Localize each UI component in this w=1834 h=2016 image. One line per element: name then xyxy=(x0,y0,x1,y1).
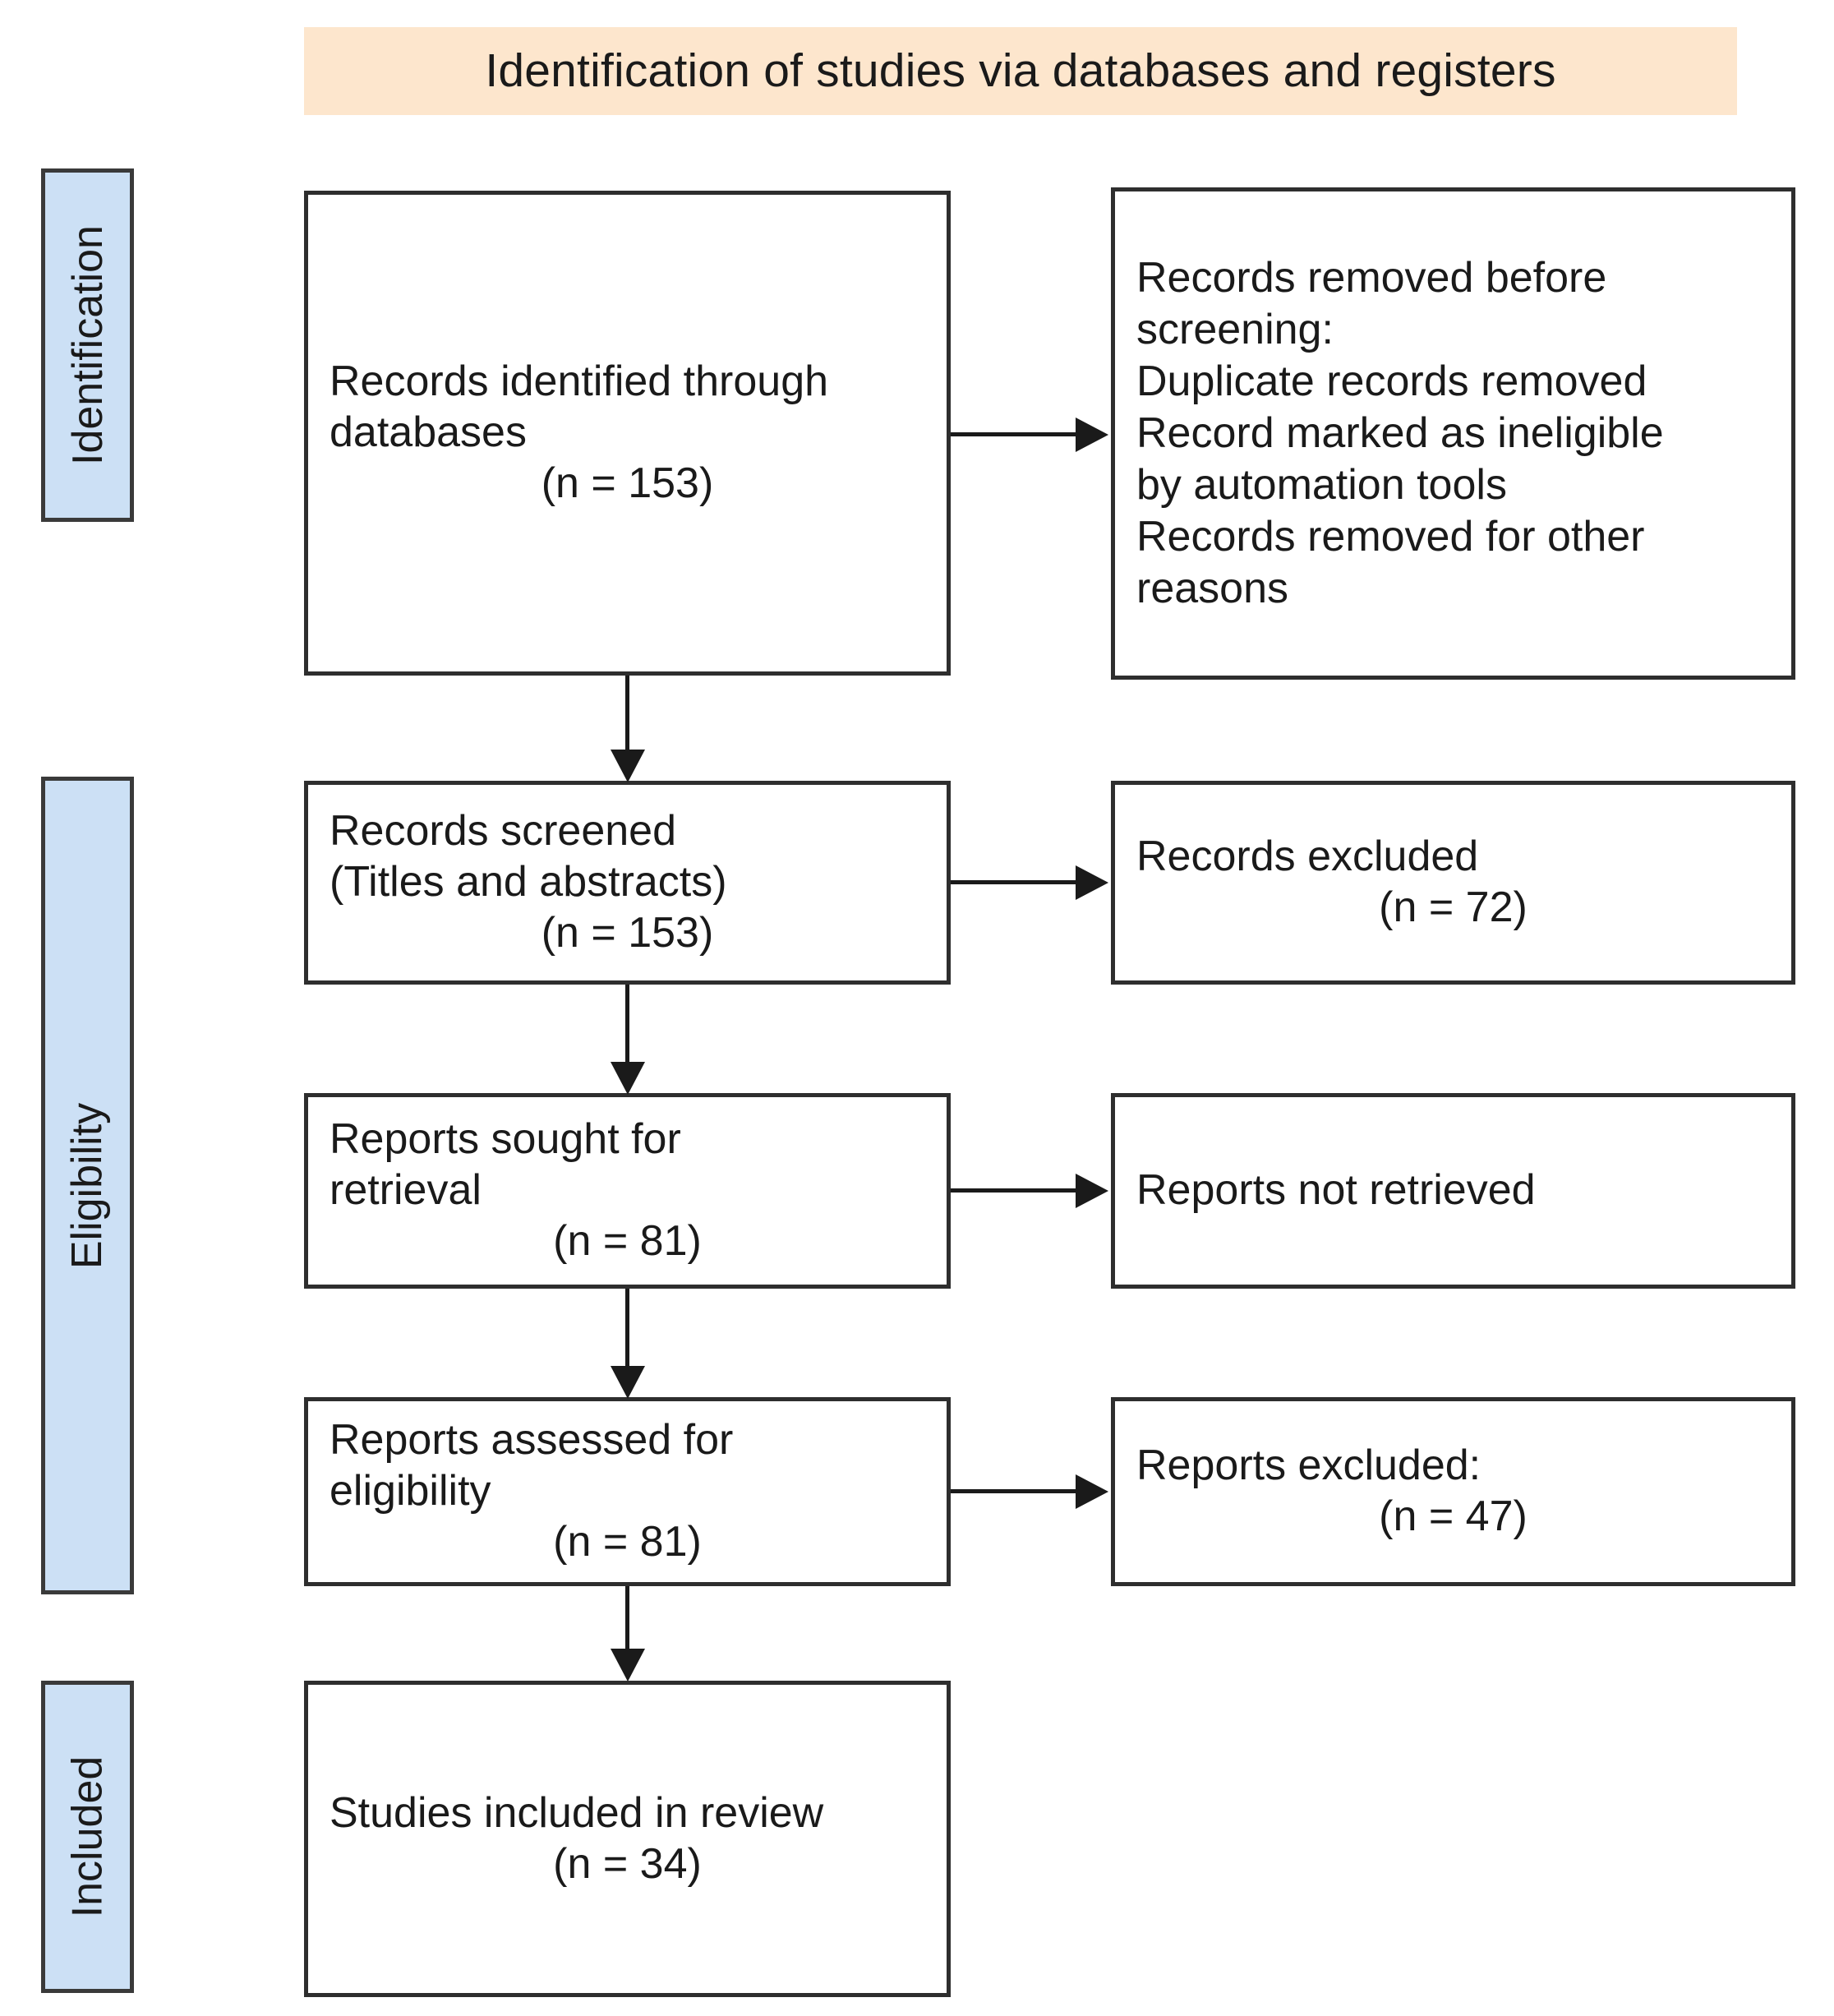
box-count: (n = 81) xyxy=(553,1216,702,1265)
arrow-right-identified-to-removed xyxy=(951,418,1111,452)
box-line: Records excluded xyxy=(1136,833,1479,881)
box-reports-not-retrieved: Reports not retrieved xyxy=(1111,1093,1795,1289)
arrowhead-down-icon xyxy=(611,1649,645,1682)
arrow-down-sought-to-assessed xyxy=(611,1289,645,1399)
arrow-stem xyxy=(625,1586,629,1654)
box-line: reasons xyxy=(1136,564,1288,612)
box-records-removed-before-screening: Records removed before screening: Duplic… xyxy=(1111,187,1795,680)
box-count: (n = 81) xyxy=(553,1517,702,1566)
box-records-identified: Records identified through databases (n … xyxy=(304,191,951,676)
box-line: Reports assessed for xyxy=(329,1416,734,1465)
box-line: databases xyxy=(329,408,527,457)
box-count: (n = 72) xyxy=(1379,883,1528,931)
box-reports-sought-for-retrieval: Reports sought for retrieval (n = 81) xyxy=(304,1093,951,1289)
box-records-screened: Records screened (Titles and abstracts) … xyxy=(304,781,951,985)
box-studies-included-in-review: Studies included in review (n = 34) xyxy=(304,1681,951,1997)
box-count: (n = 153) xyxy=(541,459,714,507)
arrow-right-assessed-to-reports-excluded xyxy=(951,1474,1111,1509)
arrow-stem xyxy=(951,880,1081,884)
arrow-stem xyxy=(951,1188,1081,1193)
box-line: Records removed for other xyxy=(1136,512,1645,561)
box-line: Reports not retrieved xyxy=(1136,1166,1536,1215)
arrow-down-assessed-to-included xyxy=(611,1586,645,1682)
box-line: Studies included in review xyxy=(329,1788,824,1837)
arrowhead-right-icon xyxy=(1076,418,1108,452)
stage-band-eligibility: Eligibility xyxy=(41,777,134,1594)
arrowhead-right-icon xyxy=(1076,1174,1108,1208)
box-line: Record marked as ineligible xyxy=(1136,409,1664,458)
stage-band-label-included: Included xyxy=(63,1755,112,1918)
box-count: (n = 153) xyxy=(541,908,714,957)
arrowhead-right-icon xyxy=(1076,1474,1108,1509)
arrow-stem xyxy=(951,432,1081,436)
box-records-excluded: Records excluded (n = 72) xyxy=(1111,781,1795,985)
stage-band-label-identification: Identification xyxy=(63,225,112,465)
arrow-stem xyxy=(625,985,629,1067)
arrow-stem xyxy=(625,676,629,754)
arrow-down-screened-to-sought xyxy=(611,985,645,1095)
diagram-header-banner: Identification of studies via databases … xyxy=(304,27,1737,115)
box-line: Records removed before xyxy=(1136,254,1607,302)
box-line: Reports sought for xyxy=(329,1115,681,1164)
box-line: eligibility xyxy=(329,1467,491,1515)
stage-band-included: Included xyxy=(41,1681,134,1993)
arrowhead-right-icon xyxy=(1076,865,1108,900)
arrowhead-down-icon xyxy=(611,1062,645,1095)
box-line: Records screened xyxy=(329,807,676,856)
arrowhead-down-icon xyxy=(611,750,645,782)
box-line: (Titles and abstracts) xyxy=(329,858,727,907)
arrow-right-sought-to-not-retrieved xyxy=(951,1174,1111,1208)
box-line: Records identified through xyxy=(329,358,829,406)
page-title: Identification of studies via databases … xyxy=(485,44,1556,97)
stage-band-label-eligibility: Eligibility xyxy=(63,1102,112,1269)
box-reports-assessed-for-eligibility: Reports assessed for eligibility (n = 81… xyxy=(304,1397,951,1586)
arrowhead-down-icon xyxy=(611,1366,645,1399)
box-count: (n = 47) xyxy=(1379,1492,1528,1540)
arrow-stem xyxy=(951,1489,1081,1493)
box-count: (n = 34) xyxy=(553,1839,702,1888)
stage-band-identification: Identification xyxy=(41,168,134,522)
arrow-right-screened-to-excluded xyxy=(951,865,1111,900)
arrow-down-identified-to-screened xyxy=(611,676,645,782)
arrow-stem xyxy=(625,1289,629,1371)
box-line: screening: xyxy=(1136,306,1334,354)
box-line: Reports excluded: xyxy=(1136,1442,1481,1490)
box-reports-excluded: Reports excluded: (n = 47) xyxy=(1111,1397,1795,1586)
box-line: Duplicate records removed xyxy=(1136,358,1647,406)
box-line: by automation tools xyxy=(1136,460,1507,509)
box-line: retrieval xyxy=(329,1166,482,1215)
